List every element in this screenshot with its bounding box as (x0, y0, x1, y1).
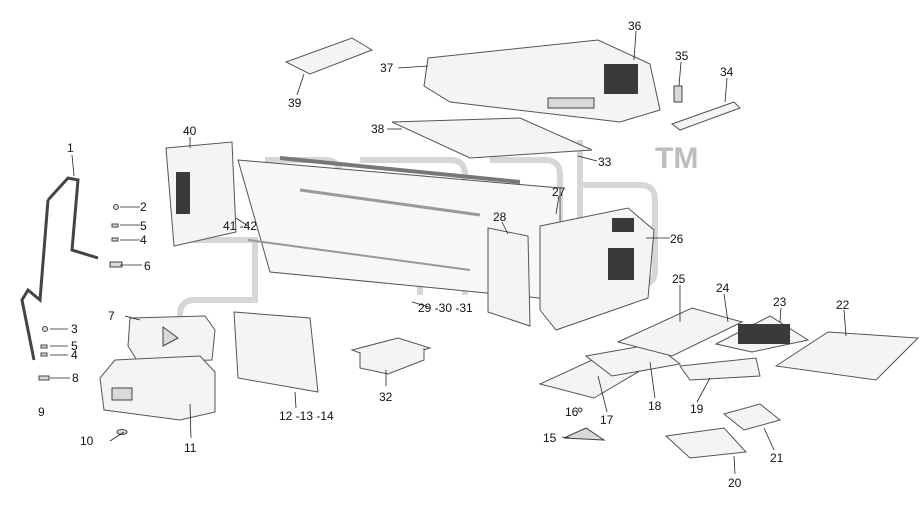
callout-10: 10 (80, 434, 94, 448)
callout-labels: 1 2 3 4 4 5 5 6 7 8 9 10 11 12 -13 -14 1… (38, 19, 850, 490)
part-side-door (165, 141, 237, 247)
callout-33: 33 (598, 155, 612, 169)
callout-17: 17 (600, 413, 614, 427)
callout-27: 27 (552, 185, 566, 199)
callout-29-30-31: 29 -30 -31 (418, 301, 473, 315)
callout-18: 18 (648, 399, 662, 413)
callout-21: 21 (770, 451, 784, 465)
part-floor-plates (538, 307, 920, 459)
callout-41-42: 41 -42 (223, 219, 257, 233)
callout-40: 40 (183, 124, 197, 138)
callout-28: 28 (493, 210, 507, 224)
part-top-plate (391, 117, 593, 159)
callout-23: 23 (773, 295, 787, 309)
callout-24: 24 (716, 281, 730, 295)
callout-9: 9 (38, 405, 45, 419)
part-fasteners (38, 204, 128, 435)
callout-11: 11 (184, 441, 197, 455)
callout-34: 34 (720, 65, 734, 79)
callout-32: 32 (379, 390, 393, 404)
callout-37: 37 (380, 61, 394, 75)
callout-4b: 4 (71, 348, 78, 362)
callout-16: 16 (565, 405, 579, 419)
callout-35: 35 (675, 49, 689, 63)
callout-36: 36 (628, 19, 642, 33)
callout-4a: 4 (140, 233, 147, 247)
callout-19: 19 (690, 402, 704, 416)
callout-22: 22 (836, 298, 850, 312)
part-main-frame (237, 156, 561, 301)
callout-26: 26 (670, 232, 684, 246)
part-tool-box (99, 315, 216, 421)
callout-38: 38 (371, 122, 385, 136)
callout-25: 25 (672, 272, 686, 286)
callout-20: 20 (728, 476, 742, 490)
callout-3: 3 (71, 322, 78, 336)
callout-12-13-14: 12 -13 -14 (279, 409, 334, 423)
callout-7: 7 (108, 309, 115, 323)
callout-39: 39 (288, 96, 302, 110)
callout-6: 6 (144, 259, 151, 273)
part-small-panel (284, 37, 374, 75)
leader-lines (50, 30, 847, 475)
callout-8: 8 (72, 371, 79, 385)
part-hood-side (539, 207, 655, 331)
callout-2: 2 (140, 200, 147, 214)
callout-15: 15 (543, 431, 557, 445)
part-rail-tube (20, 176, 99, 361)
callout-5a: 5 (140, 219, 147, 233)
callout-5b: 5 (71, 339, 78, 353)
part-stand (350, 337, 432, 375)
watermark-tm: TM (655, 142, 698, 175)
part-engine-hood (423, 39, 661, 123)
part-brackets (670, 85, 741, 131)
callout-1: 1 (67, 141, 74, 155)
part-side-panel (233, 311, 319, 393)
part-partition-plate (487, 227, 531, 327)
